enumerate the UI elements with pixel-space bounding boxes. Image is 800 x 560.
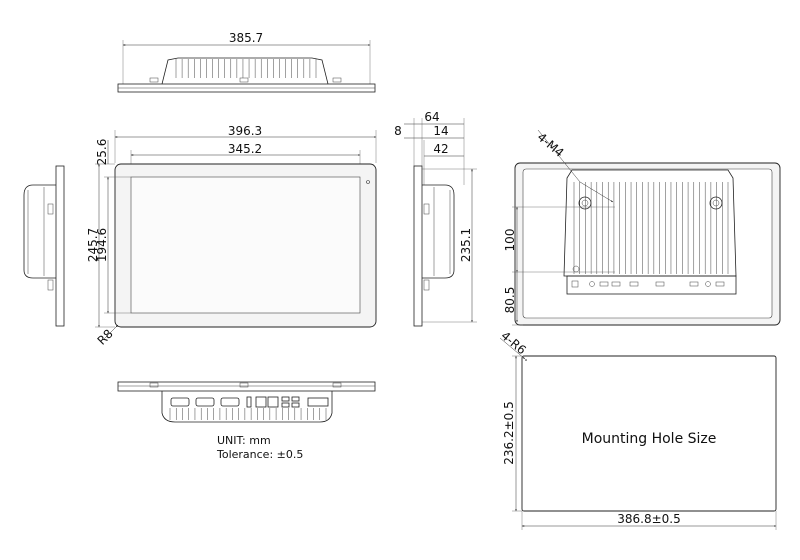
bottom-view: UNIT: mm Tolerance: ±0.5 <box>117 381 376 461</box>
usb-port-icon <box>281 396 290 402</box>
front-width-dimension: 396.3 <box>228 124 262 138</box>
usb-port-icon <box>291 402 300 408</box>
lan-port-icon <box>255 396 267 408</box>
serial-port-icon <box>220 397 240 407</box>
tolerance-note: Tolerance: ±0.5 <box>216 448 303 461</box>
top-bezel-dimension: 25.6 <box>95 139 109 166</box>
side-42-dimension: 42 <box>433 142 448 156</box>
io-ports <box>170 396 329 408</box>
mounting-hole-icon <box>578 196 592 210</box>
right-side-heatsink <box>422 184 455 279</box>
bottom-view-frame <box>117 381 376 392</box>
left-side-frame <box>55 165 65 327</box>
screw-spec-label: 4-M4 <box>535 130 567 160</box>
rear-io-labels <box>571 280 725 288</box>
power-terminal-icon <box>307 397 329 407</box>
top-width-dimension: 385.7 <box>229 31 263 45</box>
screw-leader-line <box>537 129 581 183</box>
hole-spacing-dimension: 100 <box>503 229 517 252</box>
side-bezel-dimension: 8 <box>394 124 402 138</box>
top-view-heatsink-fins <box>175 59 317 78</box>
cutout-width-dimension: 386.8±0.5 <box>617 512 681 526</box>
serial-port-icon <box>195 397 215 407</box>
usb-port-icon <box>246 396 252 408</box>
side-14-dimension: 14 <box>433 124 448 138</box>
side-height-dimension: 235.1 <box>459 228 473 262</box>
screen-height-dimension: 194.6 <box>95 228 109 262</box>
top-view: 385.7 <box>117 31 376 93</box>
rear-heatsink-outline <box>563 169 737 277</box>
bottom-view-heatsink-fins <box>169 408 327 420</box>
top-view-heatsink-outline <box>161 57 329 85</box>
cutout-view: Mounting Hole Size 4-R6 236.2±0.5 386.8±… <box>498 329 777 530</box>
rear-io-strip <box>566 275 737 295</box>
front-view: 396.3 345.2 245.7 194.6 25.6 R8 <box>86 124 377 348</box>
bottom-view-heatsink <box>161 391 333 423</box>
usb-port-icon <box>291 396 300 402</box>
right-side-view: 8 64 14 42 235.1 <box>394 110 477 327</box>
left-side-view <box>23 165 65 327</box>
cutout-height-dimension: 236.2±0.5 <box>502 401 516 465</box>
hole-offset-dimension: 80.5 <box>503 287 517 314</box>
usb-port-icon <box>281 402 290 408</box>
front-screen <box>130 176 361 314</box>
corner-radius-dimension: R8 <box>95 327 116 348</box>
lan-port-icon <box>267 396 279 408</box>
cutout-radius-dimension: 4-R6 <box>498 329 528 358</box>
unit-note: UNIT: mm <box>217 434 271 447</box>
cutout-outline <box>521 355 777 512</box>
power-led-icon <box>366 180 370 184</box>
rear-view: 4-M4 100 80.5 <box>503 129 781 326</box>
screen-width-dimension: 345.2 <box>228 142 262 156</box>
mounting-hole-icon <box>709 196 723 210</box>
front-height-dimension: 245.7 <box>86 228 100 262</box>
right-side-frame <box>413 165 423 327</box>
serial-port-icon <box>170 397 190 407</box>
side-depth-dimension: 64 <box>424 110 439 124</box>
cutout-title: Mounting Hole Size <box>582 431 717 447</box>
left-side-heatsink <box>23 184 56 279</box>
